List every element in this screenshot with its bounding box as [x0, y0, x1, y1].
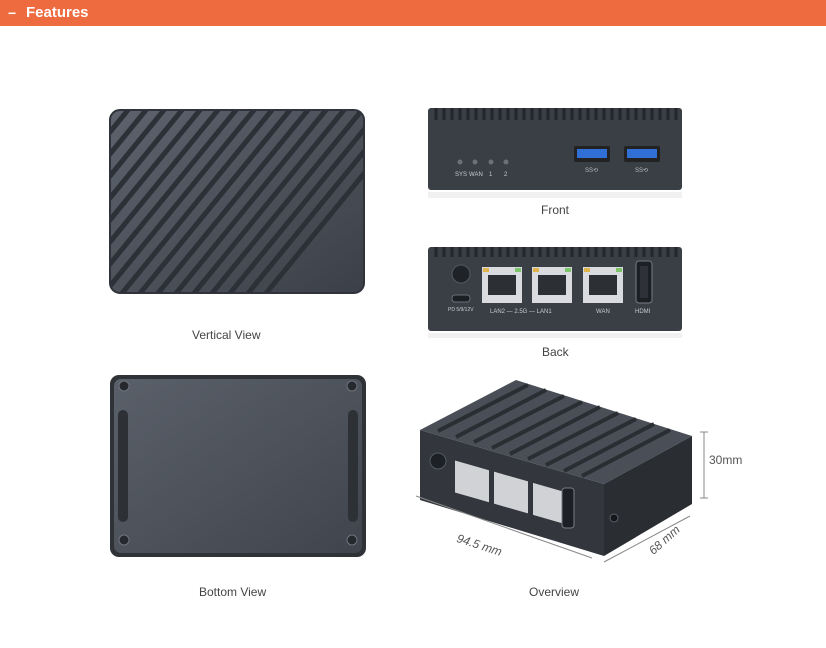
led-label-1: 1	[489, 172, 493, 178]
back-caption: Back	[542, 345, 569, 359]
led-label-sys: SYS	[455, 172, 467, 178]
lan-label: LAN2 — 2.5G — LAN1	[490, 309, 552, 315]
wan-label: WAN	[596, 309, 610, 315]
led-label-2: 2	[504, 172, 508, 178]
usb-port-icon	[624, 146, 660, 162]
front-caption: Front	[541, 203, 570, 217]
usb-port-icon	[574, 146, 610, 162]
front-view-image: SYS WAN 1 2 SS⟲ SS⟲	[428, 108, 682, 198]
bottom-view-caption: Bottom View	[199, 585, 267, 599]
hdmi-label: HDMI	[635, 309, 651, 315]
ethernet-port-icon	[482, 267, 522, 303]
back-view-image: PD 5/9/12V LAN2 — 2.5G — LAN1 WAN HDMI	[428, 247, 682, 338]
vertical-view-image	[109, 109, 365, 294]
power-button-icon	[429, 452, 447, 470]
usb-label: SS⟲	[635, 168, 648, 174]
led-label-wan: WAN	[469, 172, 483, 178]
usb-c-port-icon	[451, 294, 471, 303]
minus-icon: −	[8, 5, 17, 21]
screw-icon	[118, 380, 130, 392]
overview-caption: Overview	[529, 585, 580, 599]
ethernet-port-icon	[583, 267, 623, 303]
power-label: PD 5/9/12V	[448, 307, 474, 313]
height-dimension: 30mm	[709, 453, 743, 467]
screw-icon	[346, 380, 358, 392]
usb-label: SS⟲	[585, 168, 598, 174]
hdmi-port-icon	[635, 260, 653, 304]
ethernet-port-icon	[532, 267, 572, 303]
screw-icon	[346, 534, 358, 546]
vertical-view-caption: Vertical View	[192, 328, 261, 342]
power-button-icon	[451, 264, 471, 284]
bottom-view-image	[110, 375, 366, 557]
section-title: Features	[26, 4, 89, 21]
screw-icon	[118, 534, 130, 546]
overview-image	[415, 380, 708, 563]
features-header: − Features	[0, 0, 826, 26]
